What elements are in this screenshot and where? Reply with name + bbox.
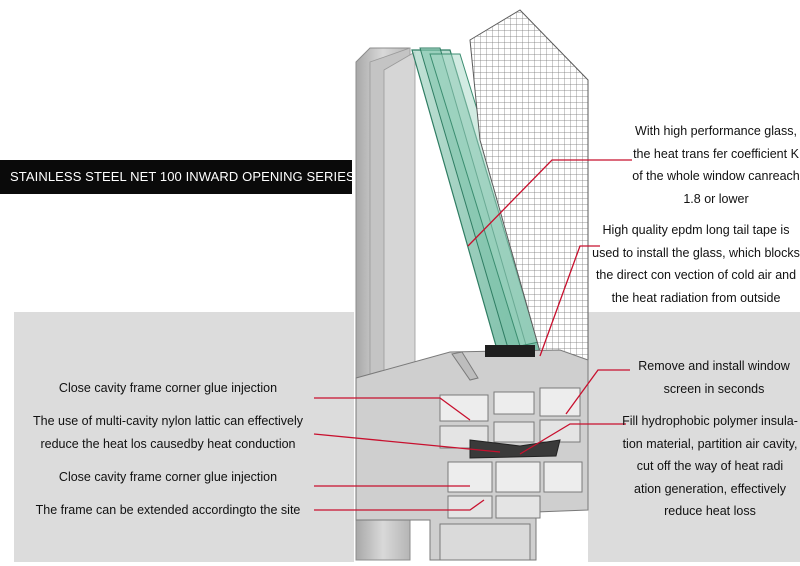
callout-glass-performance: With high performance glass, the heat tr… xyxy=(632,124,800,206)
leader-extension xyxy=(314,499,485,511)
callout-corner-glue-1: Close cavity frame corner glue injection xyxy=(58,381,278,395)
series-title-banner: STAINLESS STEEL NET 100 INWARD OPENING S… xyxy=(0,160,355,194)
callout-frame-extension: The frame can be extended accordingto th… xyxy=(35,503,301,517)
right-background-panel xyxy=(588,312,800,562)
leader-insulation xyxy=(519,423,626,455)
callout-window-screen: Remove and install window screen in seco… xyxy=(638,359,790,396)
leader-glue-1 xyxy=(314,397,471,421)
callout-insulation-material: Fill hydrophobic polymer insula- tion ma… xyxy=(622,414,798,518)
bottom-profile-section xyxy=(355,345,589,561)
callout-corner-glue-2: Close cavity frame corner glue injection xyxy=(58,470,278,484)
left-background-panel xyxy=(14,312,354,562)
leader-epdm-tape xyxy=(539,245,600,357)
callout-epdm-tape: High quality epdm long tail tape is used… xyxy=(592,223,800,305)
callout-nylon-lattice: The use of multi-cavity nylon lattic can… xyxy=(32,414,304,451)
leader-screen xyxy=(565,369,630,415)
sash-vertical xyxy=(383,51,416,387)
leader-nylon xyxy=(313,433,501,453)
leader-lines xyxy=(313,159,632,511)
leader-glass xyxy=(467,159,632,247)
